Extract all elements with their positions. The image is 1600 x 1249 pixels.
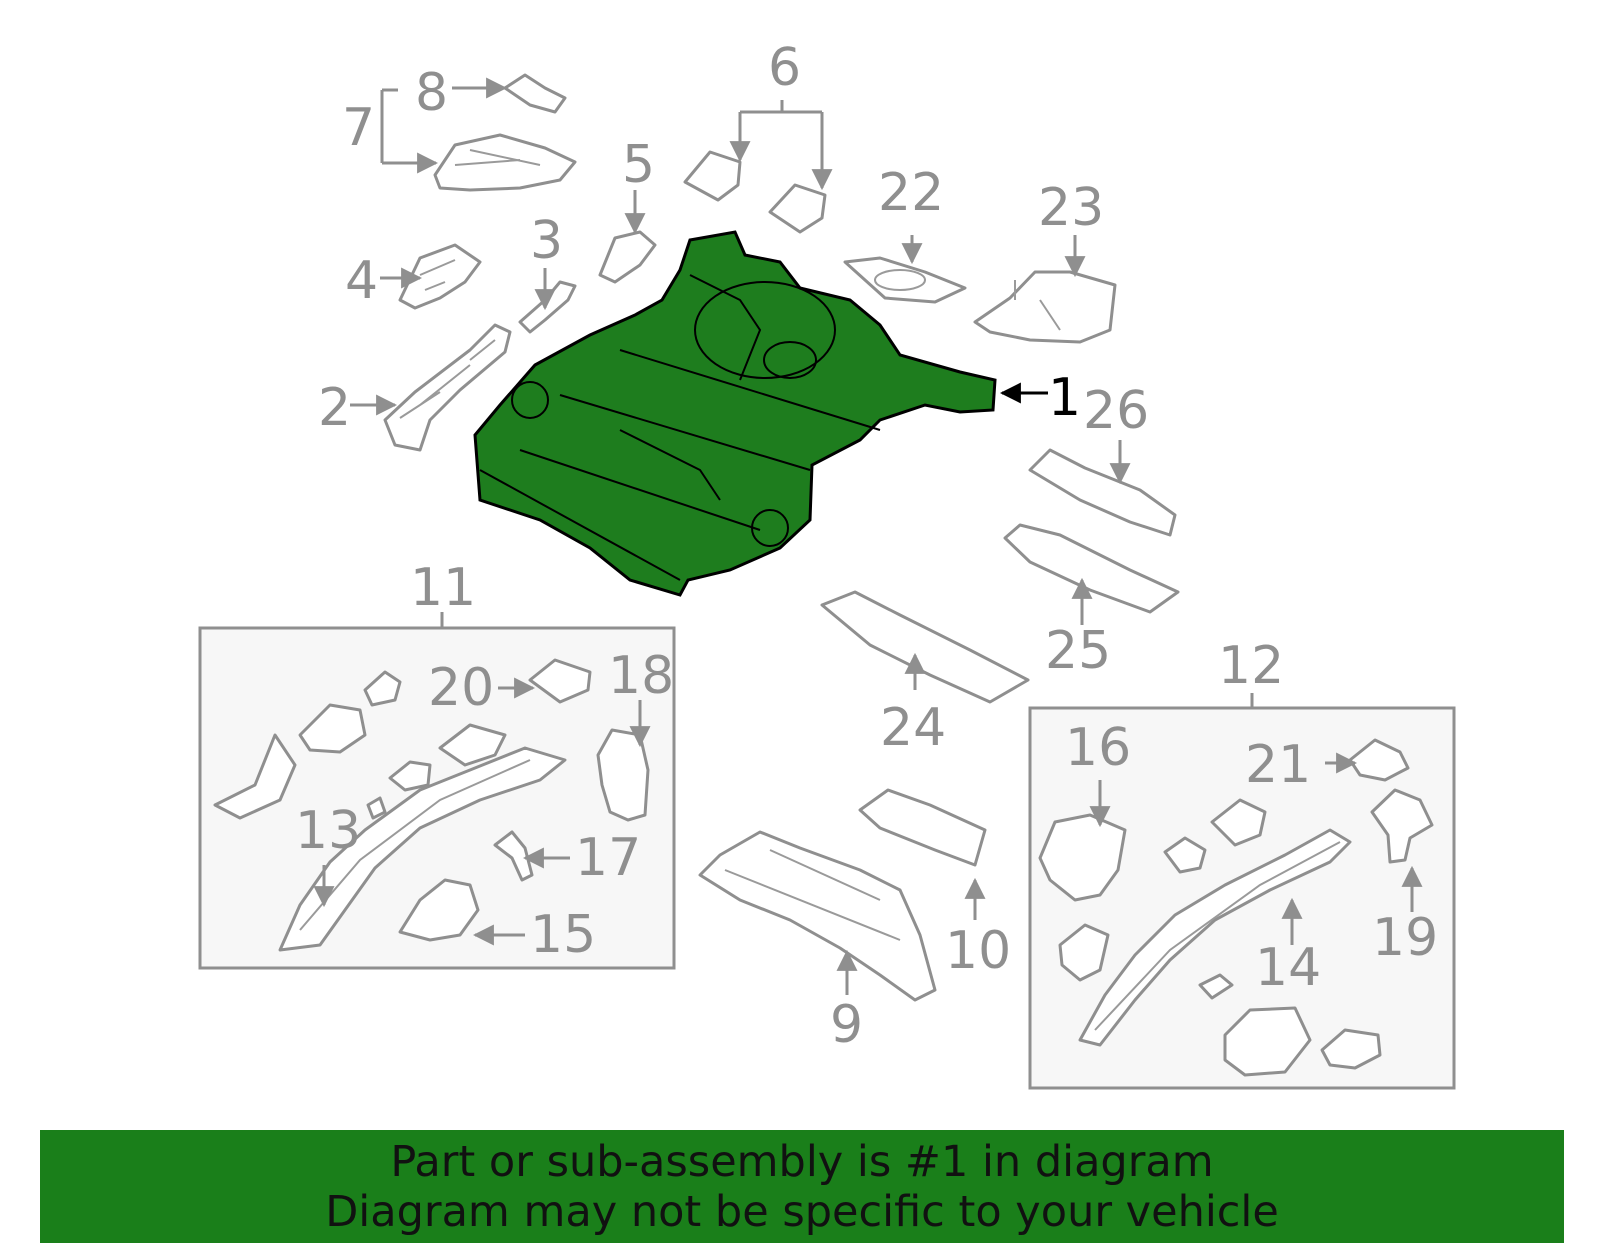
banner-line-1: Part or sub-assembly is #1 in diagram [390, 1136, 1214, 1187]
part-16[interactable] [1038, 813, 1127, 902]
callout-5: 5 [622, 135, 655, 195]
callout-3: 3 [530, 211, 563, 271]
callout-1: 1 [1048, 368, 1081, 428]
callout-24: 24 [880, 698, 946, 758]
part-3[interactable] [518, 280, 577, 334]
part-2[interactable] [383, 323, 512, 452]
callout-18: 18 [608, 646, 674, 706]
part-4[interactable] [398, 243, 482, 310]
part-14[interactable] [1078, 828, 1352, 1047]
callout-21: 21 [1245, 735, 1311, 795]
part-22[interactable] [843, 256, 967, 304]
part-18[interactable] [596, 728, 650, 822]
callout-26: 26 [1083, 381, 1149, 441]
part-group11-brackets[interactable] [213, 670, 507, 820]
part-8[interactable] [503, 73, 567, 114]
callout-15: 15 [530, 905, 596, 965]
callout-16: 16 [1065, 718, 1131, 778]
callout-19: 19 [1372, 908, 1438, 968]
part-9[interactable] [698, 830, 937, 1002]
part-21[interactable] [1348, 738, 1410, 782]
part-17[interactable] [493, 830, 534, 882]
part-26[interactable] [1028, 448, 1177, 537]
leader-lines [313, 77, 1423, 995]
part-5[interactable] [598, 230, 657, 284]
part-10[interactable] [858, 788, 987, 867]
callout-7: 7 [342, 98, 375, 158]
part-7[interactable] [433, 133, 577, 192]
callout-23: 23 [1038, 178, 1104, 238]
callout-22: 22 [878, 163, 944, 223]
callout-12: 12 [1218, 636, 1284, 696]
callout-13: 13 [295, 801, 361, 861]
callout-4: 4 [345, 251, 378, 311]
callout-9: 9 [830, 995, 863, 1055]
callout-25: 25 [1045, 621, 1111, 681]
callout-17: 17 [575, 828, 641, 888]
info-banner: Part or sub-assembly is #1 in diagram Di… [40, 1130, 1564, 1243]
part-19[interactable] [1370, 788, 1434, 864]
part-25[interactable] [1003, 523, 1180, 614]
callout-2: 2 [318, 378, 351, 438]
callout-11: 11 [410, 558, 476, 618]
part-1-rear-floor-pan[interactable] [473, 230, 997, 597]
callout-20: 20 [428, 658, 494, 718]
part-6-bracket-right[interactable] [768, 183, 827, 234]
callout-8: 8 [415, 63, 448, 123]
part-6-bracket-left[interactable] [683, 150, 742, 202]
part-20[interactable] [528, 658, 592, 704]
part-23[interactable] [973, 270, 1117, 344]
callout-6: 6 [768, 38, 801, 98]
part-group12-brackets[interactable] [1058, 798, 1382, 1077]
callout-10: 10 [945, 921, 1011, 981]
part-24[interactable] [820, 590, 1030, 704]
callout-14: 14 [1255, 938, 1321, 998]
banner-line-2: Diagram may not be specific to your vehi… [325, 1186, 1279, 1237]
part-15[interactable] [398, 878, 480, 942]
